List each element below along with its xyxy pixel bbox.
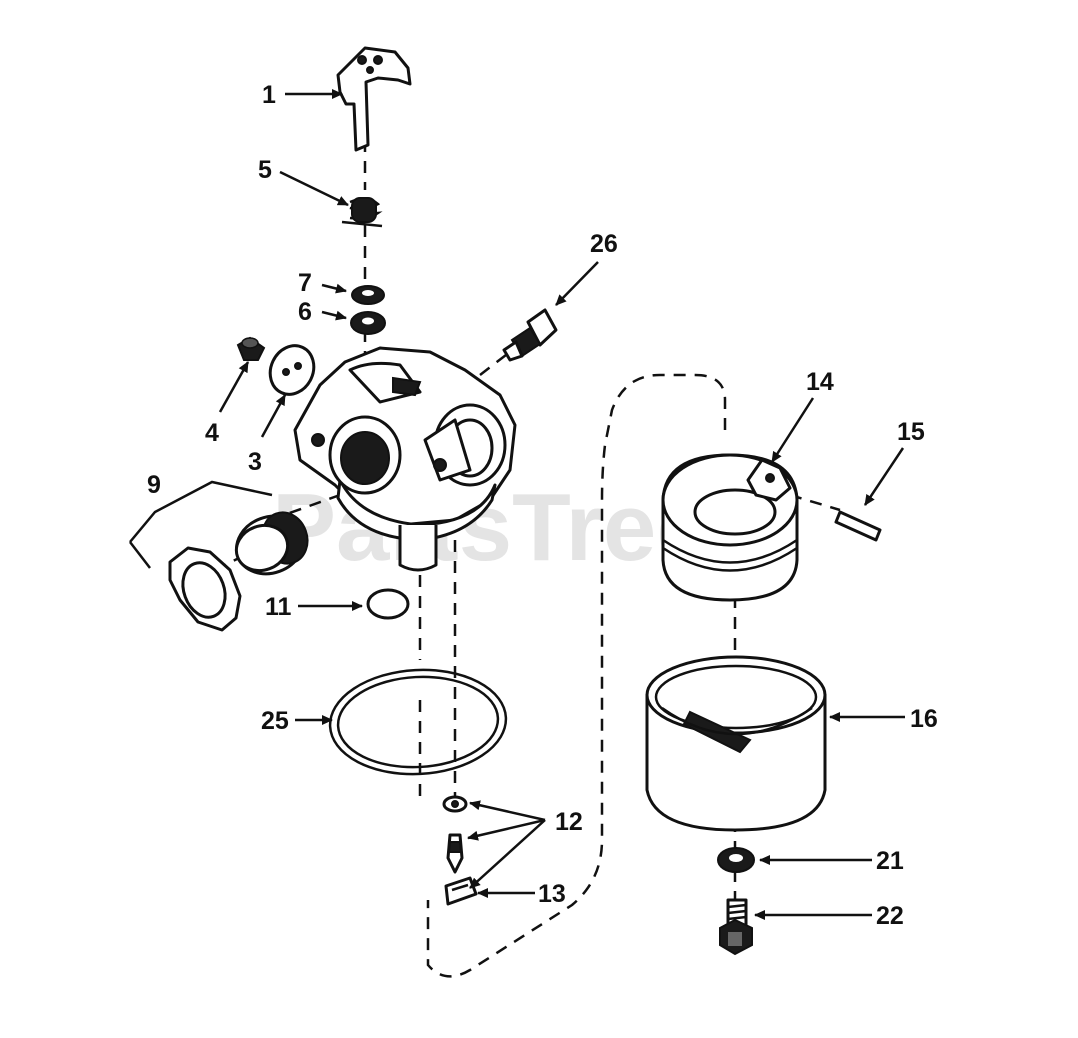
needle-clip-part	[444, 876, 478, 906]
bowl-nut-part	[719, 898, 753, 956]
callout-1: 1	[262, 81, 276, 109]
callout-21: 21	[876, 847, 904, 875]
throttle-bracket-part	[336, 46, 412, 152]
screw-part	[236, 336, 266, 361]
callout-12: 12	[555, 808, 583, 836]
callout-labels: 1 5 7 6 26 4 3 9 14 15 11 25 16 12 13 21…	[147, 81, 938, 930]
throttle-plate-part	[268, 344, 316, 396]
spring-part	[341, 197, 383, 228]
float-part	[661, 453, 799, 602]
carburetor-body-part	[293, 346, 517, 572]
callout-6: 6	[298, 298, 312, 326]
callout-5: 5	[258, 156, 272, 184]
callout-4: 4	[205, 419, 219, 447]
callout-3: 3	[248, 448, 262, 476]
callout-11: 11	[265, 593, 292, 621]
washer-6-part	[350, 311, 386, 335]
callout-26: 26	[590, 230, 618, 258]
inlet-seat-part	[442, 795, 468, 813]
callout-9: 9	[147, 471, 161, 499]
washer-7-part	[351, 285, 385, 305]
callout-15: 15	[897, 418, 925, 446]
needle-valve-part	[502, 308, 558, 362]
callout-22: 22	[876, 902, 904, 930]
callout-16: 16	[910, 705, 938, 733]
callout-7: 7	[298, 269, 312, 297]
callout-14: 14	[806, 368, 834, 396]
inlet-needle-part	[446, 833, 464, 874]
primer-bulb-part	[234, 511, 309, 576]
bowl-washer-part	[717, 847, 755, 873]
welch-plug-part	[366, 588, 410, 620]
callout-13: 13	[538, 880, 566, 908]
callout-leader-lines	[129, 89, 905, 920]
primer-retainer-part	[168, 546, 242, 632]
float-bowl-gasket-part	[328, 668, 508, 776]
float-pin-part	[834, 510, 882, 542]
callout-25: 25	[261, 707, 289, 735]
float-bowl-part	[645, 655, 827, 832]
